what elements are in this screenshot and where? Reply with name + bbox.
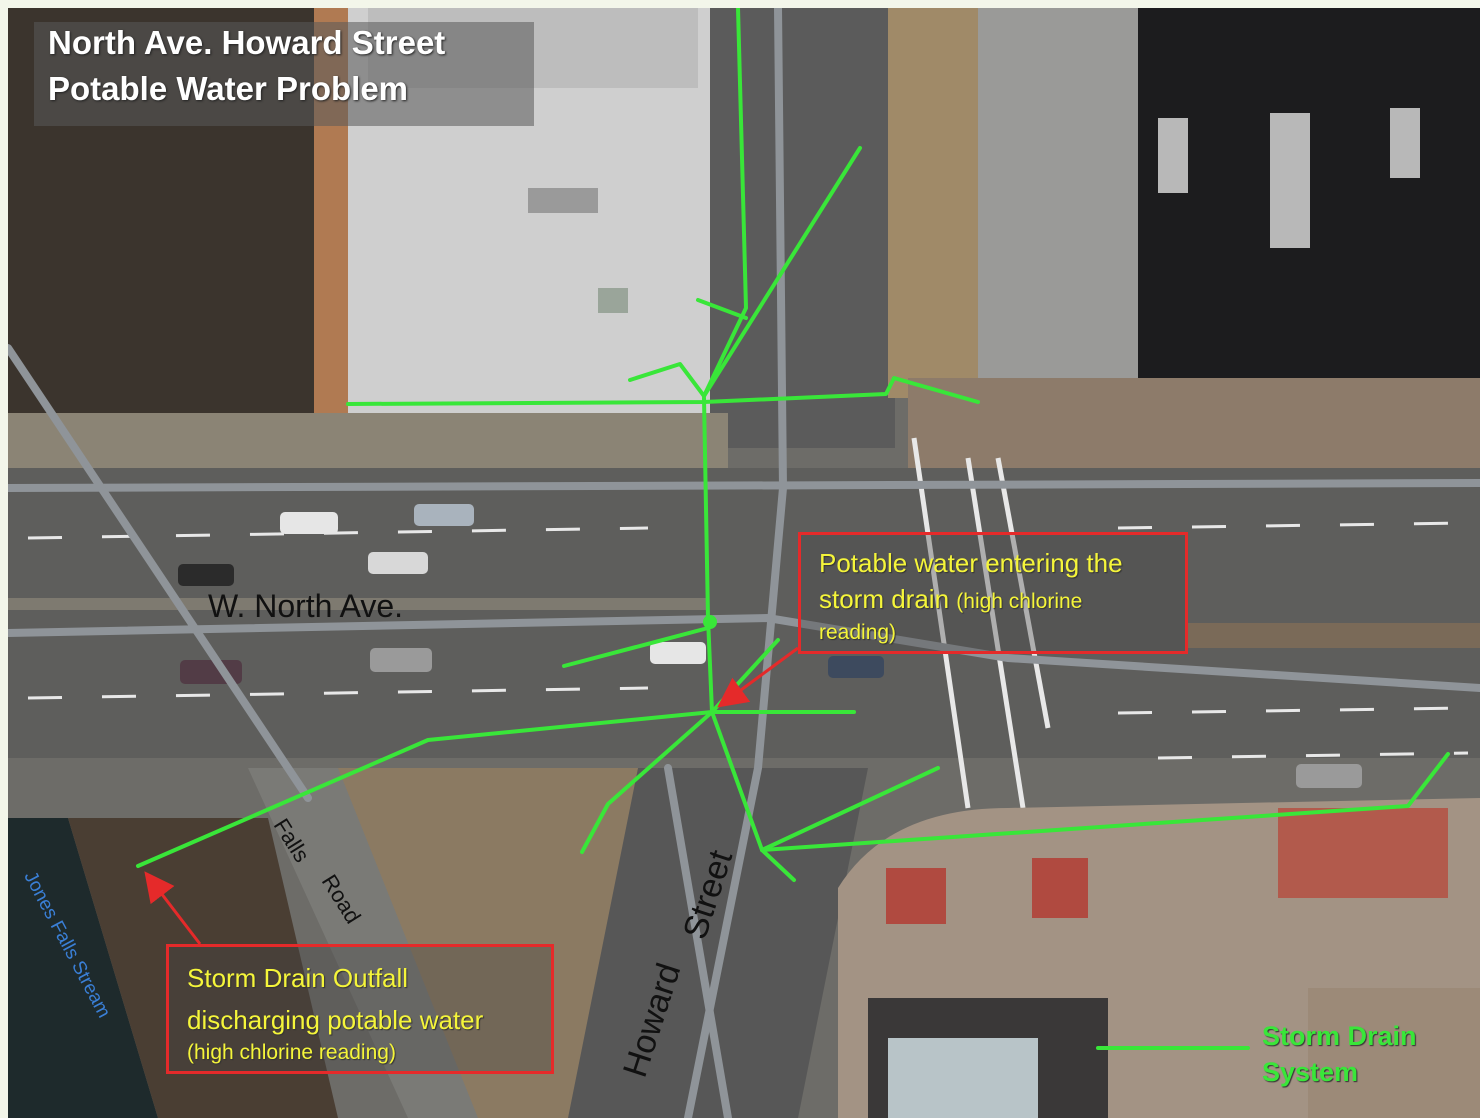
callout-water-entering: Potable water entering the storm drain (… — [798, 532, 1188, 654]
storm-drain-lines — [136, 8, 1450, 1050]
legend-storm-drain-line-2: System — [1262, 1057, 1359, 1087]
jones-falls-water — [8, 818, 158, 1118]
callout-outfall-note: (high chlorine reading) — [187, 1041, 396, 1064]
crosswalk-lines — [911, 437, 1051, 809]
roof-unit-2 — [598, 288, 628, 313]
storm-drain-inlet — [703, 615, 717, 629]
wedge-sidewalk — [338, 768, 638, 1118]
water-main-lines — [8, 8, 1480, 1118]
roof-unit-1 — [528, 188, 598, 213]
sidewalk-right — [908, 378, 1480, 468]
label-north-ave: W. North Ave. — [208, 588, 404, 624]
callout-entering-note-1: (high chlorine — [956, 590, 1083, 613]
callout-entering-line-2-row: storm drain (high chlorine — [819, 581, 1185, 620]
callout-entering-line-2: storm drain — [819, 584, 950, 614]
plaza-red-tile-3 — [1278, 808, 1448, 898]
street-howard-north — [710, 8, 895, 448]
callout-outfall-line-1: Storm Drain Outfall — [187, 963, 409, 993]
sidewalk-north — [8, 413, 728, 473]
road-median-right — [1188, 623, 1480, 648]
building-metal-roof — [978, 8, 1148, 388]
plaza-red-tile-2 — [1032, 858, 1088, 918]
callout-entering-line-1: Potable water entering the — [819, 548, 1123, 578]
howard-street-south — [548, 768, 868, 1118]
aerial-map: North Ave. Howard Street Potable Water P… — [8, 8, 1480, 1118]
callout-outfall-line-2: discharging potable water — [187, 1005, 484, 1035]
callout-outfall: Storm Drain Outfall discharging potable … — [166, 944, 554, 1074]
callout-entering-note-2: reading) — [819, 621, 897, 644]
skylight-3 — [1390, 108, 1420, 178]
legend-storm-drain-line-1: Storm Drain — [1262, 1021, 1417, 1051]
title-panel — [34, 22, 534, 126]
woods-bottom-left — [68, 818, 338, 1118]
map-title-line-2: Potable Water Problem — [48, 70, 409, 107]
skylight-2 — [1270, 113, 1310, 248]
building-bottom-roof — [888, 1038, 1038, 1118]
plaza-red-tile-1 — [886, 868, 946, 924]
map-title-line-1: North Ave. Howard Street — [48, 24, 446, 61]
callout-arrows — [144, 646, 799, 945]
building-bottom-right — [1308, 988, 1480, 1118]
skylight-1 — [1158, 118, 1188, 193]
